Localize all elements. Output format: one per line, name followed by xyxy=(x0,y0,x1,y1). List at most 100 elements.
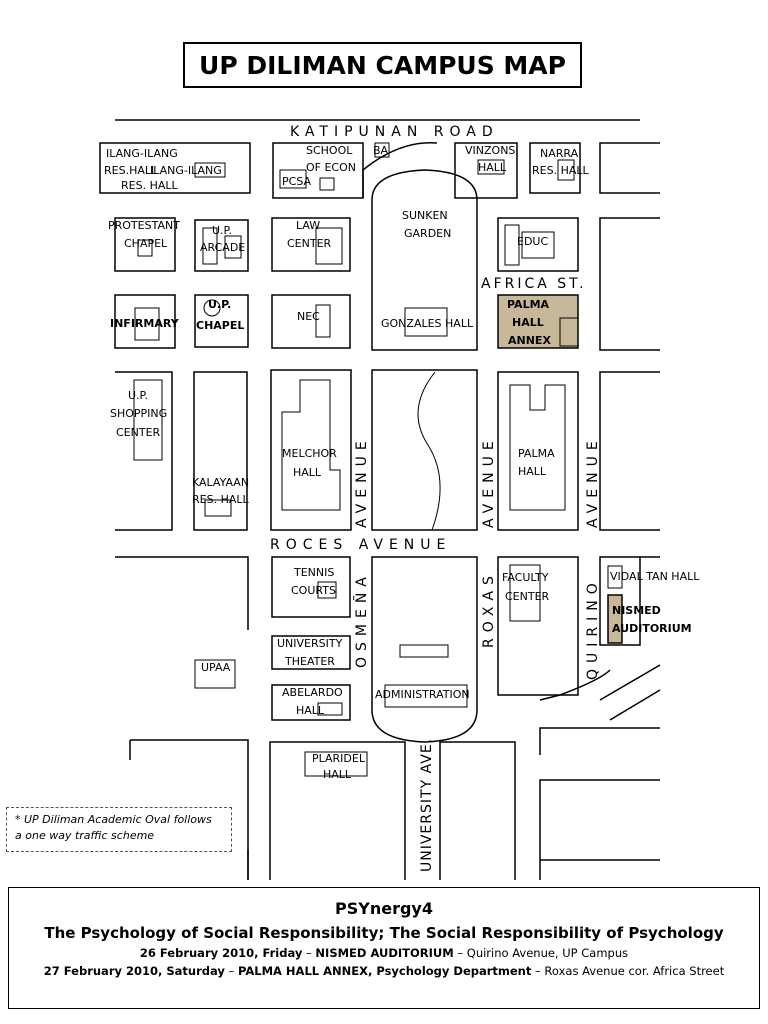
label-palma2: HALL xyxy=(518,465,547,478)
label-osmena: OSMEÑA xyxy=(353,571,370,668)
label-sunken2: GARDEN xyxy=(404,227,451,240)
event2-date: 27 February 2010, Saturday xyxy=(43,964,225,978)
label-palmaannex2: HALL xyxy=(512,316,544,329)
block-vinzons xyxy=(454,142,518,199)
palma-hall-annex-highlight xyxy=(497,294,579,349)
event-line-1: 26 February 2010, Friday – NISMED AUDITO… xyxy=(9,946,759,960)
label-nec: NEC xyxy=(297,310,320,323)
label-admin: ADMINISTRATION xyxy=(375,688,470,701)
label-protestant2: CHAPEL xyxy=(124,237,168,250)
label-shopping3: CENTER xyxy=(116,426,161,439)
traffic-note-line1: * UP Diliman Academic Oval follows xyxy=(15,813,212,826)
label-palmaannex1: PALMA xyxy=(507,298,550,311)
label-school2: OF ECON xyxy=(306,161,356,174)
block-melchor xyxy=(270,369,352,531)
label-plaridel1: PLARIDEL xyxy=(312,752,366,765)
block-educ xyxy=(497,217,579,272)
label-melchor1: MELCHOR xyxy=(282,447,337,460)
label-ilang1: ILANG-ILANG xyxy=(106,147,178,160)
label-pcsa: PCSA xyxy=(282,175,312,188)
event-subtitle: The Psychology of Social Responsibility;… xyxy=(44,924,724,942)
event-line-2: 27 February 2010, Saturday – PALMA HALL … xyxy=(9,964,759,978)
label-vinzons1: VINZONS xyxy=(465,144,515,157)
block-palma-hall xyxy=(497,371,579,531)
label-tennis2: COURTS xyxy=(291,584,336,597)
block-shopping-center xyxy=(115,371,173,531)
label-law2: CENTER xyxy=(287,237,332,250)
block-up-arcade xyxy=(194,219,249,272)
label-tennis1: TENNIS xyxy=(293,566,334,579)
label-kalayaan2: RES. HALL xyxy=(192,493,249,506)
map-title-box: UP DILIMAN CAMPUS MAP xyxy=(183,42,582,88)
block-tennis-courts xyxy=(271,556,351,618)
label-vinzons2: HALL xyxy=(478,161,507,174)
label-avenue-right: AVENUE xyxy=(585,435,601,528)
label-ilang2: RES.HALL xyxy=(104,164,158,177)
oval-center xyxy=(371,369,478,531)
label-school1: SCHOOL xyxy=(306,144,353,157)
label-shopping2: SHOPPING xyxy=(110,407,167,420)
label-abelardo1: ABELARDO xyxy=(282,686,343,699)
block-abelardo xyxy=(271,684,351,721)
label-shopping1: U.P. xyxy=(128,389,148,402)
sunken-garden-block xyxy=(371,169,478,351)
event1-location: – Quirino Avenue, UP Campus xyxy=(453,946,629,960)
label-upaa: UPAA xyxy=(201,661,231,674)
traffic-note: * UP Diliman Academic Oval follows a one… xyxy=(6,807,232,852)
label-vidaltan: VIDAL TAN HALL xyxy=(610,570,700,583)
label-chapel1: U.P. xyxy=(208,298,231,311)
label-faculty1: FACULTY xyxy=(502,571,549,584)
label-avenue-mid: AVENUE xyxy=(481,435,497,528)
event-footer: PSYnergy4 The Psychology of Social Respo… xyxy=(8,887,760,1009)
label-law1: LAW xyxy=(296,219,320,232)
nismed-highlight xyxy=(607,594,623,644)
label-narra2: RES. HALL xyxy=(532,164,589,177)
label-educ: EDUC xyxy=(517,235,548,248)
label-protestant1: PROTESTANT xyxy=(108,219,180,232)
event-title: PSYnergy4 xyxy=(335,899,433,918)
label-infirmary: INFIRMARY xyxy=(110,317,180,330)
label-theater1: UNIVERSITY xyxy=(277,637,343,650)
block-law-center xyxy=(271,217,351,272)
label-palma1: PALMA xyxy=(518,447,555,460)
event1-dash: – xyxy=(302,946,316,960)
label-faculty2: CENTER xyxy=(505,590,550,603)
admin-block xyxy=(371,556,478,743)
label-nismed1: NISMED xyxy=(612,604,661,617)
block-nec xyxy=(271,294,351,349)
label-avenue-left: AVENUE xyxy=(354,435,370,528)
label-roces: ROCES AVENUE xyxy=(270,537,451,553)
block-plaridel xyxy=(304,751,368,777)
block-upaa xyxy=(194,659,236,689)
label-kalayaan1: KALAYAAN xyxy=(192,476,249,489)
block-up-chapel xyxy=(194,294,249,348)
traffic-note-line2: a one way traffic scheme xyxy=(15,829,155,842)
map-title: UP DILIMAN CAMPUS MAP xyxy=(199,50,566,80)
label-narra1: NARRA xyxy=(540,147,579,160)
label-arcade1: U.P. xyxy=(212,224,232,237)
label-quirino: QUIRINO xyxy=(585,577,601,680)
event1-date: 26 February 2010, Friday xyxy=(139,946,303,960)
block-infirmary xyxy=(114,294,176,349)
block-kalayaan xyxy=(193,371,248,531)
event2-dash: – xyxy=(224,964,238,978)
label-africa: AFRICA ST. xyxy=(481,276,587,292)
label-sunken1: SUNKEN xyxy=(402,209,448,222)
event1-venue: NISMED AUDITORIUM xyxy=(315,946,454,960)
block-protestant-chapel xyxy=(114,217,176,272)
label-chapel2: CHAPEL xyxy=(196,319,244,332)
label-katipunan: KATIPUNAN ROAD xyxy=(290,124,499,140)
label-abelardo2: HALL xyxy=(296,704,325,717)
label-palmaannex3: ANNEX xyxy=(508,334,551,347)
label-gonzales: GONZALES HALL xyxy=(381,317,474,330)
block-vidal-tan xyxy=(599,556,641,646)
event2-venue: PALMA HALL ANNEX, Psychology Department xyxy=(237,964,532,978)
label-roxas: ROXAS xyxy=(481,570,497,648)
label-nismed2: AUDITORIUM xyxy=(612,622,692,635)
block-university-theater xyxy=(271,635,351,670)
label-ilang3: ILANG-ILANG xyxy=(150,164,222,177)
block-faculty-center xyxy=(497,556,579,696)
label-plaridel2: HALL xyxy=(323,768,352,781)
block-narra xyxy=(529,142,581,194)
